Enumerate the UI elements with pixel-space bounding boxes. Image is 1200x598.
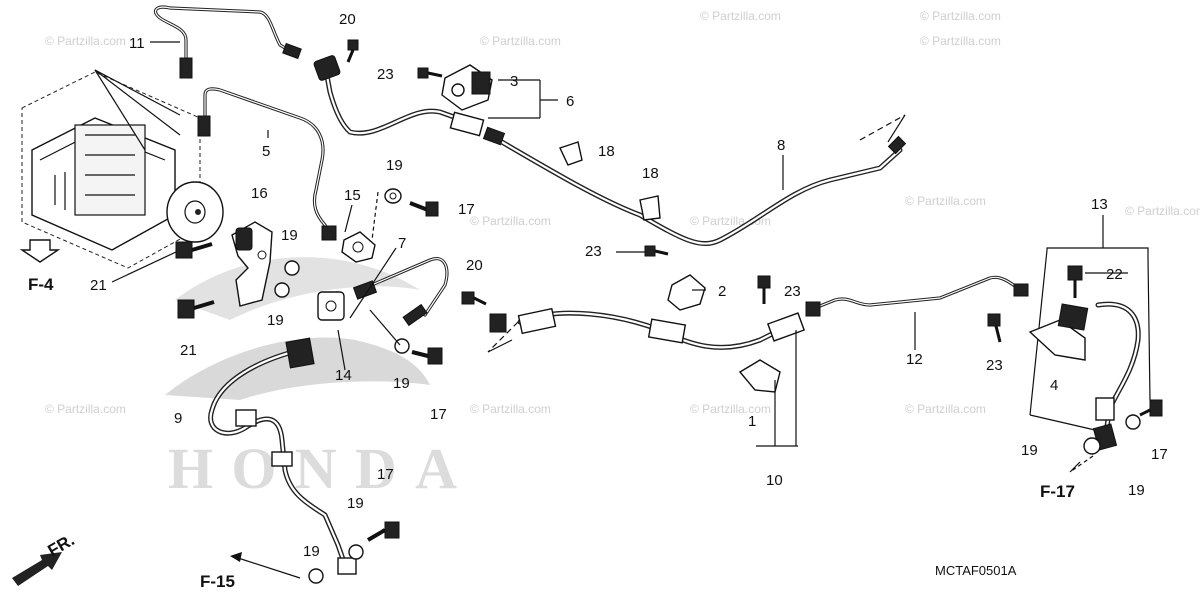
watermark: © Partzilla.com — [1125, 204, 1200, 218]
label-19: 19 — [1021, 442, 1038, 459]
label-19: 19 — [303, 543, 320, 560]
watermark: © Partzilla.com — [470, 402, 551, 416]
label-17: 17 — [430, 406, 447, 423]
label-1: 1 — [748, 413, 756, 430]
label-10: 10 — [766, 472, 783, 489]
brake-pipe-5 — [197, 87, 337, 241]
bolt-20-upper — [346, 39, 359, 63]
leader-lines — [111, 41, 1128, 371]
watermark: © Partzilla.com — [690, 402, 771, 416]
watermark: © Partzilla.com — [905, 402, 986, 416]
bracket-15 — [341, 191, 379, 263]
diagram-code: MCTAF0501A — [935, 563, 1017, 578]
label-21: 21 — [180, 342, 197, 359]
bolt-21a — [175, 241, 213, 259]
watermark: © Partzilla.com — [45, 34, 126, 48]
f15-arrow — [230, 552, 301, 579]
label-17: 17 — [377, 466, 394, 483]
watermark: © Partzilla.com — [470, 214, 551, 228]
label-19: 19 — [267, 312, 284, 329]
label-18: 18 — [642, 165, 659, 182]
label-15: 15 — [344, 187, 361, 204]
label-16: 16 — [251, 185, 268, 202]
label-23: 23 — [986, 357, 1003, 374]
label-19: 19 — [1128, 482, 1145, 499]
f4-arrow — [19, 239, 61, 263]
watermark: © Partzilla.com — [920, 34, 1001, 48]
label-19: 19 — [386, 157, 403, 174]
bolt-20-mid — [461, 291, 487, 306]
label-17: 17 — [1151, 446, 1168, 463]
label-13: 13 — [1091, 196, 1108, 213]
bolt-21b — [177, 299, 215, 319]
label-9: 9 — [174, 410, 182, 427]
label-6: 6 — [566, 93, 574, 110]
label-21: 21 — [90, 277, 107, 294]
label-19: 19 — [281, 227, 298, 244]
watermark: © Partzilla.com — [700, 9, 781, 23]
label-18: 18 — [598, 143, 615, 160]
reference-tags: F-4 F-17 F-15 FR. MCTAF0501A — [28, 275, 1075, 591]
bracket-1 — [738, 330, 798, 447]
continuation-arrow-8 — [859, 114, 906, 143]
bolt-23-right — [987, 313, 1002, 343]
front-arrow — [12, 552, 62, 586]
callout-labels: 11 20 23 3 6 5 18 18 8 19 16 15 17 13 19… — [90, 11, 1168, 560]
brake-hose-10 — [489, 307, 806, 350]
dashed-arrow-10 — [487, 321, 519, 353]
honda-logo-text: HONDA — [168, 436, 463, 501]
label-3: 3 — [510, 73, 518, 90]
label-20: 20 — [466, 257, 483, 274]
bolts-17-lower — [366, 347, 443, 542]
ref-f17: F-17 — [1040, 482, 1075, 501]
watermark: © Partzilla.com — [480, 34, 561, 48]
label-8: 8 — [777, 137, 785, 154]
label-4: 4 — [1050, 377, 1058, 394]
label-5: 5 — [262, 143, 270, 160]
brake-hose-upper — [313, 55, 907, 246]
joint-14 — [317, 291, 345, 321]
watermark: © Partzilla.com — [920, 9, 1001, 23]
brake-pipe-11 — [154, 5, 302, 79]
bracket-2 — [667, 274, 706, 311]
label-11: 11 — [129, 35, 145, 52]
brake-hose-9 — [208, 337, 357, 575]
ref-f4: F-4 — [28, 275, 54, 294]
bolt-17-upper — [409, 201, 439, 217]
bolt-23-upper — [417, 67, 443, 79]
label-12: 12 — [906, 351, 923, 368]
watermark: © Partzilla.com — [905, 194, 986, 208]
label-23: 23 — [585, 243, 602, 260]
brake-pipe-12 — [805, 275, 1029, 317]
clip-18b — [639, 195, 661, 221]
honda-logo: HONDA — [165, 257, 463, 501]
abs-modulator — [21, 69, 224, 269]
assembly-13 — [1028, 247, 1163, 473]
bracket-16 — [231, 221, 273, 307]
watermark: © Partzilla.com — [45, 402, 126, 416]
washer-19-mid — [274, 260, 300, 298]
label-7: 7 — [398, 235, 406, 252]
ref-f15: F-15 — [200, 572, 235, 591]
label-2: 2 — [718, 283, 726, 300]
clamp-3 — [441, 64, 493, 111]
washer-19-upper — [384, 188, 402, 204]
label-22: 22 — [1106, 266, 1123, 283]
label-20: 20 — [339, 11, 356, 28]
label-14: 14 — [335, 367, 352, 384]
clip-18a — [559, 141, 583, 166]
bolt-23-mid — [644, 245, 771, 304]
label-19: 19 — [347, 495, 364, 512]
label-17: 17 — [458, 201, 475, 218]
label-23: 23 — [784, 283, 801, 300]
label-23: 23 — [377, 66, 394, 83]
watermarks: © Partzilla.com © Partzilla.com © Partzi… — [45, 9, 1200, 416]
label-19: 19 — [393, 375, 410, 392]
